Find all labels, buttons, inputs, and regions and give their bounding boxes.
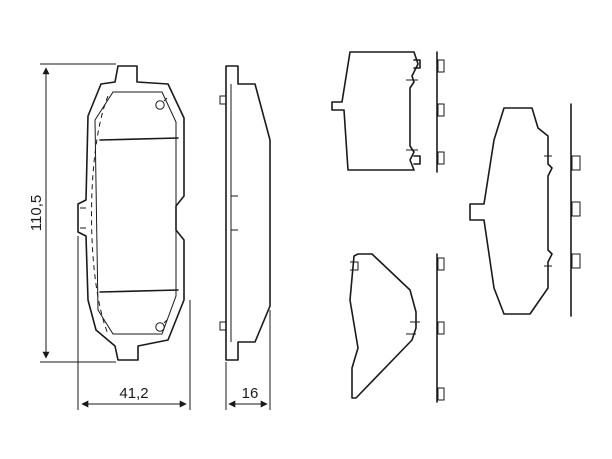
- height-dimension-label: 110,5: [28, 195, 45, 231]
- spring-clip-top: [331, 51, 445, 173]
- width-dimension-label: 41,2: [119, 385, 148, 402]
- pad-front-view: [77, 65, 185, 361]
- pad-side-view: [219, 65, 271, 361]
- width-dimension: 41,2: [77, 236, 191, 410]
- inner-pad-view: [469, 103, 581, 317]
- thickness-dimension: 16: [225, 310, 271, 410]
- height-dimension: 110,5: [28, 63, 116, 363]
- thickness-dimension-label: 16: [242, 385, 259, 402]
- spring-clip-bottom: [349, 253, 445, 403]
